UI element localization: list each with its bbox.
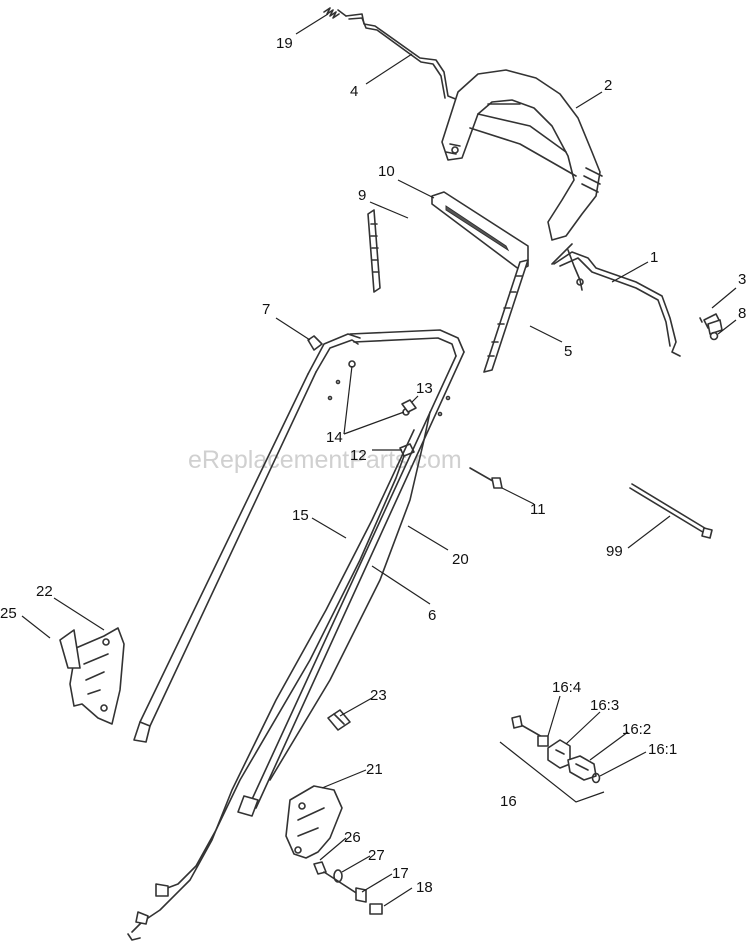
callout-11: 11 xyxy=(530,501,546,518)
part-13-nut xyxy=(401,399,417,413)
callout-6: 6 xyxy=(428,607,436,624)
lower-handle xyxy=(133,329,465,817)
part-17-bolt xyxy=(323,871,367,903)
callout-26: 26 xyxy=(344,829,361,846)
callout-4: 4 xyxy=(350,83,358,100)
part-7-clip xyxy=(307,335,323,351)
callout-17: 17 xyxy=(392,865,409,882)
part-18-nut xyxy=(369,903,383,915)
callout-10: 10 xyxy=(378,163,395,180)
callout-labels: 19 4 2 10 9 1 3 8 7 5 13 14 12 11 15 20 … xyxy=(0,35,746,896)
part-14-washer xyxy=(348,360,410,416)
part-21-bracket xyxy=(285,785,343,859)
part-16-assembly xyxy=(499,715,605,803)
callout-5: 5 xyxy=(564,343,572,360)
callout-9: 9 xyxy=(358,187,366,204)
callout-19: 19 xyxy=(276,35,293,52)
callout-16-3: 16:3 xyxy=(590,697,619,714)
part-25-cover xyxy=(59,629,81,669)
callout-27: 27 xyxy=(368,847,385,864)
part-20-cable xyxy=(269,411,431,781)
part-10-panel xyxy=(431,191,529,271)
callout-14: 14 xyxy=(326,429,343,446)
part-26-spacer xyxy=(313,861,327,875)
part-11-bolt xyxy=(469,467,503,489)
part-9-hinge xyxy=(367,209,381,293)
callout-16-4: 16:4 xyxy=(552,679,581,696)
part-4-control-rod xyxy=(345,13,459,101)
callout-22: 22 xyxy=(36,583,53,600)
part-1-bail xyxy=(551,243,681,357)
part-22-bracket xyxy=(69,627,125,725)
part-8-nut xyxy=(709,331,719,341)
callout-16-2: 16:2 xyxy=(622,721,651,738)
callout-16: 16 xyxy=(500,793,517,810)
callout-12: 12 xyxy=(350,447,367,464)
callout-16-1: 16:1 xyxy=(648,741,677,758)
callout-99: 99 xyxy=(606,543,623,560)
part-5-hinge xyxy=(483,259,529,373)
callout-3: 3 xyxy=(738,271,746,288)
callout-1: 1 xyxy=(650,249,658,266)
callout-8: 8 xyxy=(738,305,746,322)
callout-20: 20 xyxy=(452,551,469,568)
callout-15: 15 xyxy=(292,507,309,524)
part-23-knob xyxy=(327,709,351,731)
callout-21: 21 xyxy=(366,761,383,778)
callout-23: 23 xyxy=(370,687,387,704)
callout-7: 7 xyxy=(262,301,270,318)
part-15-cable xyxy=(155,455,405,897)
part-99-cable-tie xyxy=(629,483,713,539)
part-2-upper-handle xyxy=(441,69,603,241)
leader-lines xyxy=(21,13,737,907)
callout-13: 13 xyxy=(416,380,433,397)
watermark: eReplacementParts.com xyxy=(188,446,462,474)
part-19-spring xyxy=(323,7,347,19)
part-3-grip xyxy=(699,313,723,335)
callout-18: 18 xyxy=(416,879,433,896)
callout-25: 25 xyxy=(0,605,17,622)
part-6-cable xyxy=(127,429,415,941)
callout-2: 2 xyxy=(604,77,612,94)
